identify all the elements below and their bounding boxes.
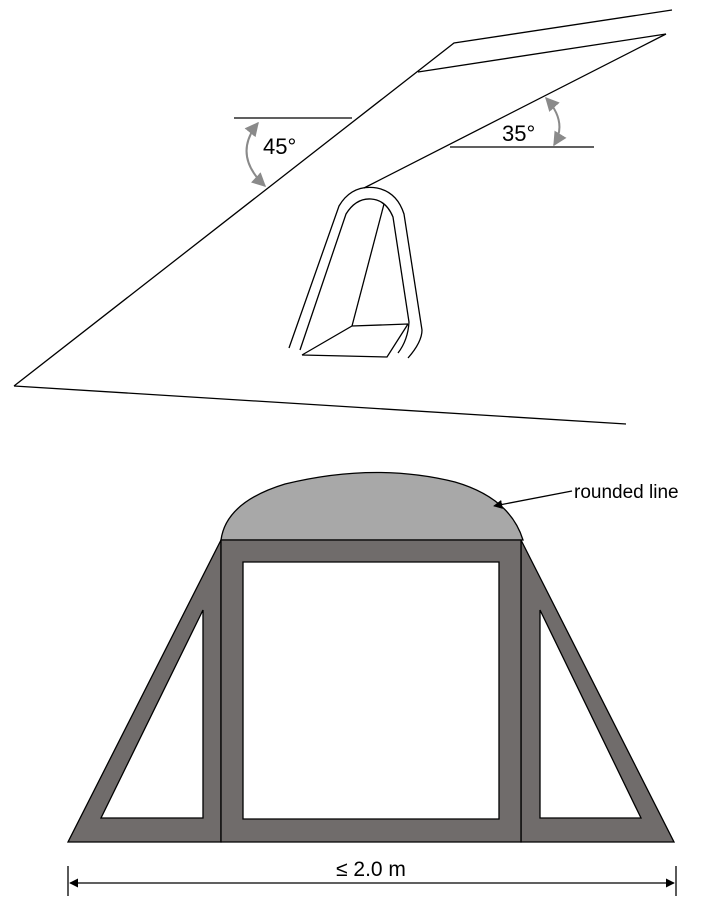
ridge-edge-line: [417, 33, 667, 73]
window-outer-outline: [288, 186, 423, 359]
roof-inner-slope-line: [363, 33, 667, 189]
dimension-label: ≤ 2.0 m: [336, 858, 406, 881]
window-reveal-outline: [301, 323, 409, 358]
window-reveal-edge: [351, 203, 385, 327]
side-frame-left: [66, 539, 222, 843]
callout-rounded-line: rounded line: [574, 482, 679, 503]
angle-label-45: 45°: [263, 134, 296, 159]
angle-label-35: 35°: [502, 121, 535, 146]
center-frame: [220, 539, 522, 843]
window-inner-outline: [299, 198, 410, 354]
rounded-top: [220, 471, 524, 541]
angle-arc-35: [545, 96, 567, 147]
roof-window-opening: [288, 186, 423, 359]
side-frame-right: [520, 539, 676, 843]
roof-perspective-view: 45° 35°: [13, 9, 673, 425]
callout-leader: [493, 490, 573, 509]
angle-arc-45: [244, 121, 267, 187]
roof-surface-outline: [13, 9, 673, 425]
front-elevation-view: rounded line ≤ 2.0 m: [66, 471, 679, 896]
